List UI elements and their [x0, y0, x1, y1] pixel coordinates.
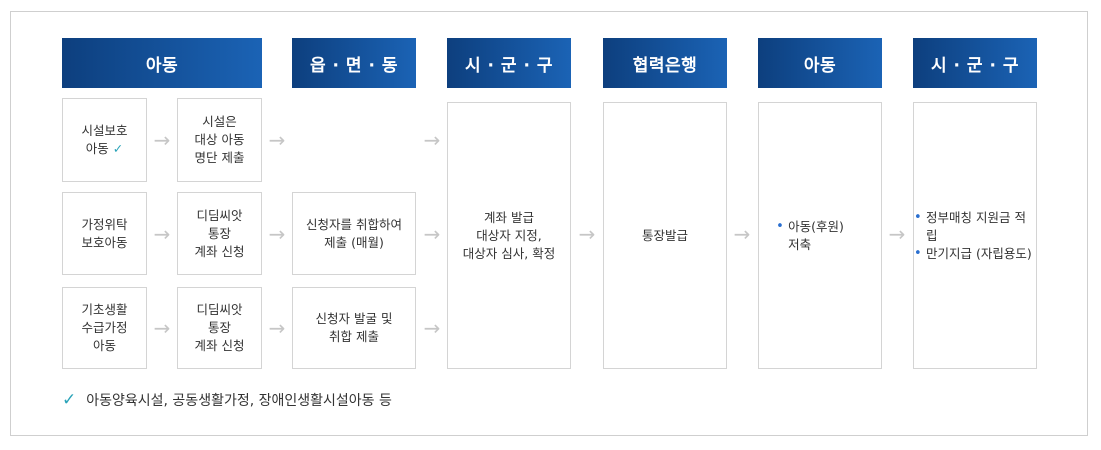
arrow-icon: → [423, 316, 441, 340]
arrow-icon: → [578, 222, 596, 246]
header-bank: 협력은행 [603, 38, 727, 88]
facility-child-label: 시설보호 아동 [81, 123, 128, 156]
box-foster-apply: 디딤씨앗 통장 계좌 신청 [177, 192, 262, 275]
footnote: ✓ 아동양육시설, 공동생활가정, 장애인생활시설아동 등 [62, 390, 392, 410]
diagram-frame [10, 11, 1088, 436]
box-basic-living-child: 기초생활 수급가정 아동 [62, 287, 147, 369]
box-city-account-issue: 계좌 발급 대상자 지정, 대상자 심사, 확정 [447, 102, 571, 369]
arrow-icon: → [153, 222, 171, 246]
bullet-matching-fund: 정부매칭 지원금 적립 [914, 209, 1036, 245]
arrow-icon: → [423, 222, 441, 246]
arrow-icon: → [888, 222, 906, 246]
arrow-icon: → [423, 128, 441, 152]
header-child-2: 아동 [758, 38, 882, 88]
arrow-icon: → [268, 316, 286, 340]
bullet-maturity-payment: 만기지급 (자립용도) [914, 245, 1036, 263]
box-basic-living-apply: 디딤씨앗 통장 계좌 신청 [177, 287, 262, 369]
box-town-discover: 신청자 발굴 및 취합 제출 [292, 287, 416, 369]
check-icon: ✓ [62, 390, 77, 410]
box-facility-child: 시설보호 아동 ✓ [62, 98, 147, 182]
footnote-text: 아동양육시설, 공동생활가정, 장애인생활시설아동 등 [86, 393, 392, 409]
box-city-matching: 정부매칭 지원금 적립 만기지급 (자립용도) [913, 102, 1037, 369]
arrow-icon: → [153, 316, 171, 340]
arrow-icon: → [733, 222, 751, 246]
arrow-icon: → [268, 222, 286, 246]
box-child-saving: 아동(후원) 저축 [758, 102, 882, 369]
header-town: 읍 · 면 · 동 [292, 38, 416, 88]
box-town-collect-monthly: 신청자를 취합하여 제출 (매월) [292, 192, 416, 275]
arrow-icon: → [268, 128, 286, 152]
bullet-child-saving: 아동(후원) 저축 [776, 218, 844, 254]
header-city: 시 · 군 · 구 [447, 38, 571, 88]
box-facility-submit: 시설은 대상 아동 명단 제출 [177, 98, 262, 182]
header-child: 아동 [62, 38, 262, 88]
header-city-2: 시 · 군 · 구 [913, 38, 1037, 88]
check-icon: ✓ [112, 141, 124, 156]
arrow-icon: → [153, 128, 171, 152]
box-foster-child: 가정위탁 보호아동 [62, 192, 147, 275]
box-bank-passbook: 통장발급 [603, 102, 727, 369]
